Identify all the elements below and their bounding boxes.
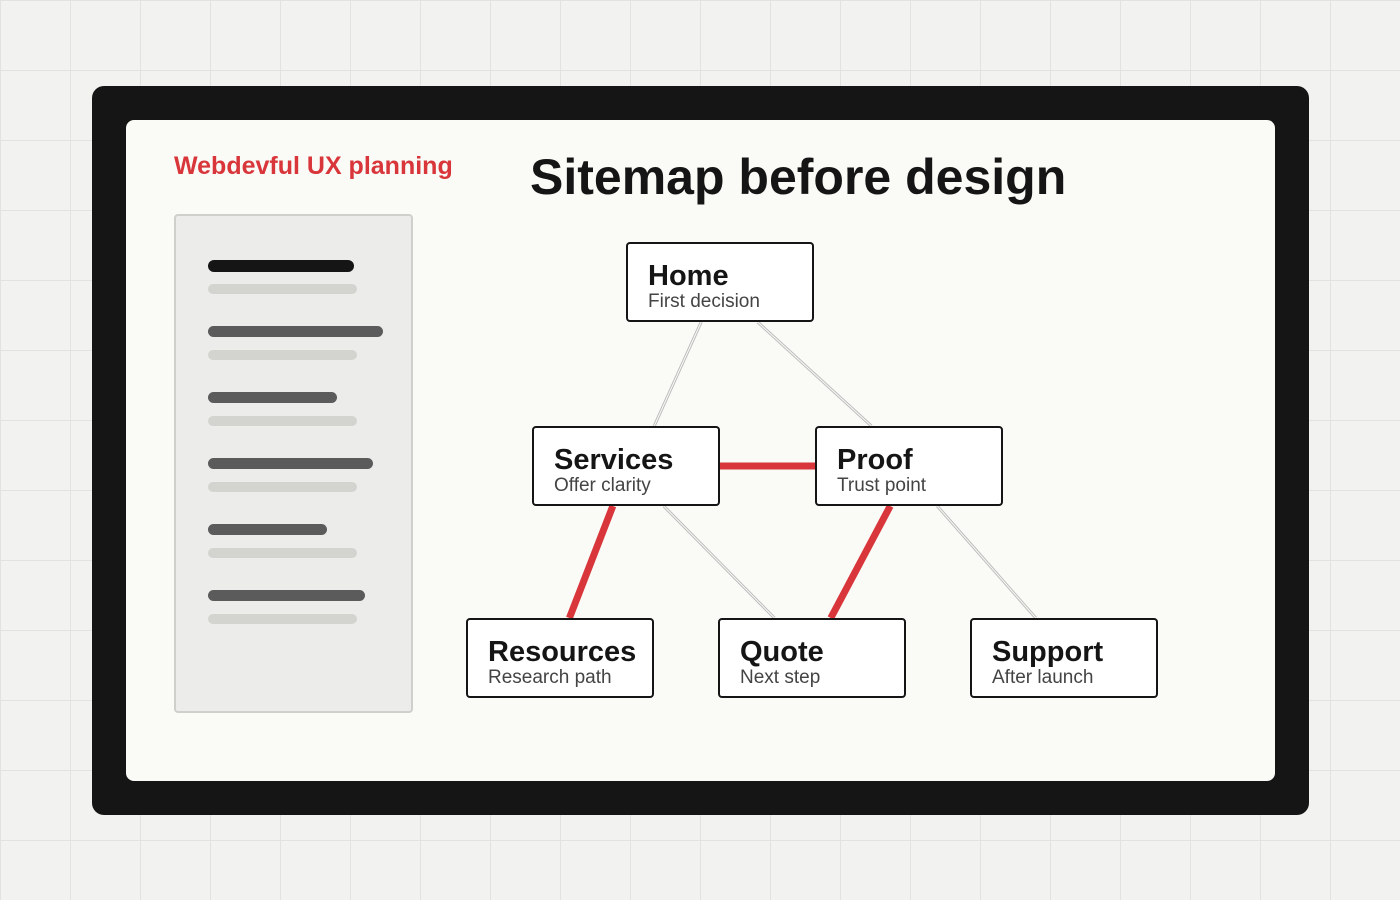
node-resources[interactable]: Resources Research path — [466, 618, 654, 698]
brand-label: Webdevful UX planning — [174, 152, 453, 180]
link-inner-proof-support — [936, 505, 1037, 619]
node-subtitle: After launch — [992, 667, 1094, 688]
wireframe-text-line — [208, 614, 357, 624]
node-proof[interactable]: Proof Trust point — [815, 426, 1003, 506]
wireframe-heading-line — [208, 260, 354, 272]
wireframe-text-line — [208, 482, 357, 492]
node-title: Support — [992, 636, 1104, 668]
node-support[interactable]: Support After launch — [970, 618, 1158, 698]
link-proof-quote — [827, 504, 894, 620]
node-title: Resources — [488, 636, 637, 668]
node-subtitle: Research path — [488, 667, 612, 688]
slide-screen: Webdevful UX planning Sitemap before des… — [126, 120, 1275, 781]
page-wireframe — [174, 214, 413, 713]
wireframe-text-line — [208, 416, 357, 426]
wireframe-heading-line — [208, 590, 365, 601]
link-inner-home-services — [653, 321, 702, 427]
wireframe-text-line — [208, 284, 357, 294]
node-subtitle: First decision — [648, 291, 760, 312]
node-subtitle: Offer clarity — [554, 475, 651, 496]
page-title: Sitemap before design — [530, 149, 1067, 205]
link-services-resources — [566, 504, 617, 620]
node-subtitle: Trust point — [837, 475, 927, 496]
node-title: Proof — [837, 444, 913, 476]
node-title: Home — [648, 260, 729, 292]
wireframe-text-line — [208, 350, 357, 360]
node-subtitle: Next step — [740, 667, 821, 688]
wireframe-heading-line — [208, 326, 383, 337]
node-title: Services — [554, 444, 674, 476]
link-inner-home-proof — [757, 321, 872, 427]
node-title: Quote — [740, 636, 824, 668]
node-home[interactable]: Home First decision — [626, 242, 814, 322]
node-services[interactable]: Services Offer clarity — [532, 426, 720, 506]
link-inner-services-quote — [663, 505, 775, 619]
wireframe-heading-line — [208, 524, 327, 535]
sitemap-links — [566, 320, 1037, 620]
node-quote[interactable]: Quote Next step — [718, 618, 906, 698]
wireframe-text-line — [208, 548, 357, 558]
wireframe-heading-line — [208, 458, 373, 469]
wireframe-heading-line — [208, 392, 337, 403]
